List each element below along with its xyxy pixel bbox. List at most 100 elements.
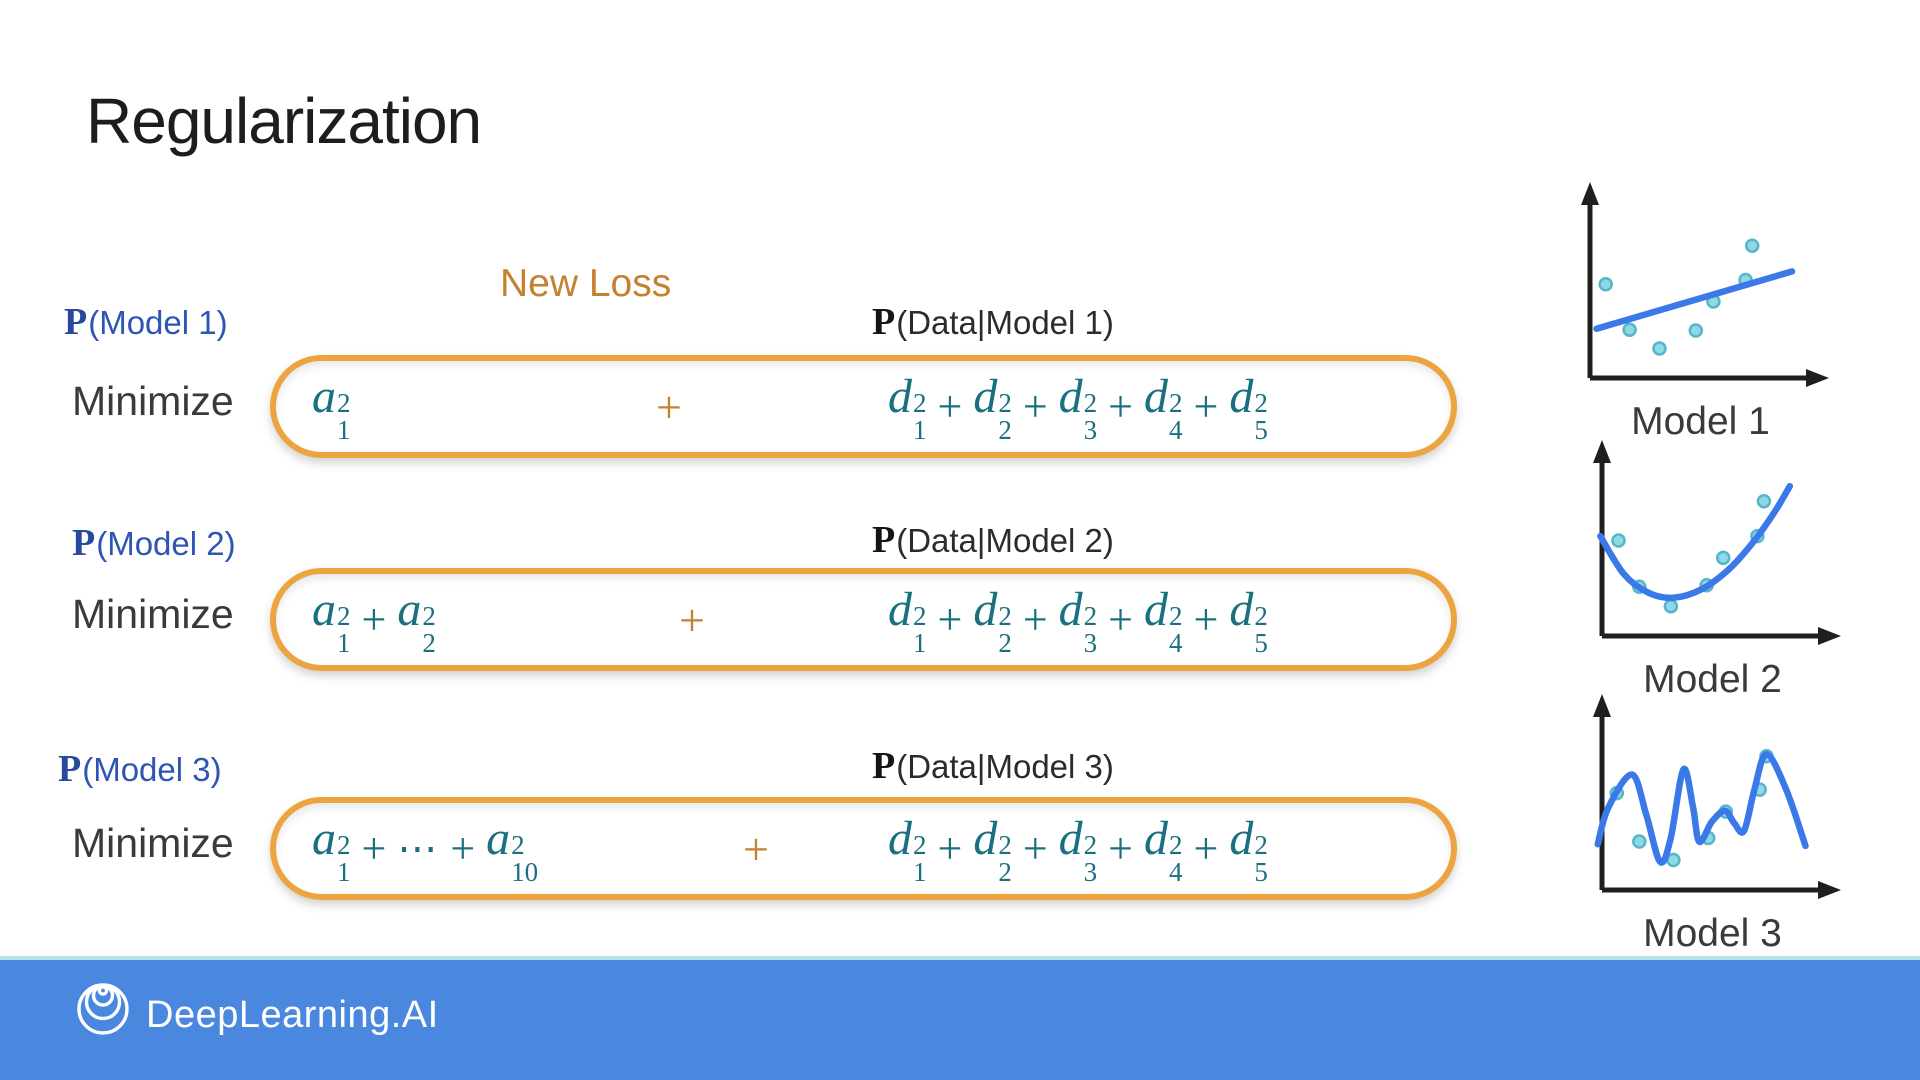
x-axis-arrow-icon bbox=[1818, 627, 1841, 645]
probability-symbol: P bbox=[872, 745, 896, 787]
chart-label-model-1: Model 1 bbox=[1631, 400, 1770, 443]
model-2-plot bbox=[1593, 440, 1841, 645]
chart-label-model-2: Model 2 bbox=[1643, 658, 1782, 701]
data-point bbox=[1652, 341, 1667, 356]
data-point bbox=[1598, 277, 1613, 292]
plus-operator: + bbox=[1022, 382, 1048, 431]
plus-operator: + bbox=[1022, 824, 1048, 873]
plus-operator: + bbox=[1193, 595, 1219, 644]
plus-operator: + bbox=[1022, 595, 1048, 644]
data-point bbox=[1611, 533, 1626, 548]
data-point bbox=[1744, 238, 1760, 253]
data-point bbox=[1688, 323, 1704, 338]
plus-operator: + bbox=[1108, 595, 1133, 644]
page-title: Regularization bbox=[86, 85, 482, 157]
prior-label-model-2: P(Model 2) bbox=[72, 521, 236, 565]
prior-label-model-3: P(Model 3) bbox=[58, 747, 222, 791]
plus-operator: + bbox=[743, 823, 769, 874]
plus-operator: + bbox=[937, 824, 963, 873]
model-fit-curve bbox=[1597, 482, 1794, 602]
probability-symbol: P bbox=[872, 301, 896, 343]
divider-line bbox=[0, 956, 1920, 960]
plus-operator: + bbox=[1193, 824, 1219, 873]
brand-name: DeepLearning.AI bbox=[146, 994, 439, 1036]
prior-label-text: (Model 1) bbox=[88, 304, 228, 341]
plus-operator: + bbox=[361, 824, 387, 873]
plus-operator: + bbox=[361, 595, 387, 644]
y-axis-arrow-icon bbox=[1593, 440, 1611, 463]
data-point bbox=[1622, 322, 1637, 337]
likelihood-label-model-1: P(Data|Model 1) bbox=[872, 300, 1114, 344]
data-point bbox=[1663, 598, 1679, 614]
prior-label-model-1: P(Model 1) bbox=[64, 300, 228, 344]
plus-operator: + bbox=[1193, 382, 1219, 431]
plus-operator: + bbox=[450, 824, 476, 873]
data-point bbox=[1715, 550, 1731, 566]
probability-symbol: P bbox=[872, 519, 896, 561]
plus-operator: + bbox=[1108, 824, 1133, 873]
model-1-chart: Model 1 bbox=[1568, 178, 1833, 444]
x-axis-arrow-icon bbox=[1818, 881, 1841, 899]
likelihood-label-model-3: P(Data|Model 3) bbox=[872, 744, 1114, 788]
model-fit-curve bbox=[1593, 268, 1796, 333]
model-2-chart: Model 2 bbox=[1580, 436, 1845, 702]
plus-operator: + bbox=[937, 595, 963, 644]
minimize-label: Minimize bbox=[72, 820, 234, 866]
data-point bbox=[1632, 834, 1647, 849]
probability-symbol: P bbox=[64, 301, 88, 343]
plus-operator: + bbox=[656, 381, 682, 432]
minimize-label: Minimize bbox=[72, 591, 234, 637]
new-loss-label: New Loss bbox=[500, 262, 672, 305]
x-axis-arrow-icon bbox=[1806, 369, 1829, 387]
data-point bbox=[1756, 493, 1772, 509]
likelihood-label-text: (Data|Model 2) bbox=[896, 522, 1114, 559]
plus-operator: + bbox=[937, 382, 963, 431]
chart-label-model-3: Model 3 bbox=[1643, 912, 1782, 955]
model-3-chart: Model 3 bbox=[1580, 690, 1845, 956]
prior-label-text: (Model 3) bbox=[82, 751, 222, 788]
model-1-plot bbox=[1581, 182, 1829, 387]
likelihood-label-model-2: P(Data|Model 2) bbox=[872, 518, 1114, 562]
y-axis-arrow-icon bbox=[1581, 182, 1599, 205]
plus-operator: + bbox=[1108, 382, 1133, 431]
plus-operator: + bbox=[679, 594, 705, 645]
minimize-label: Minimize bbox=[72, 378, 234, 424]
probability-symbol: P bbox=[72, 522, 96, 564]
likelihood-label-text: (Data|Model 1) bbox=[896, 304, 1114, 341]
model-3-plot bbox=[1593, 694, 1841, 899]
probability-symbol: P bbox=[58, 748, 82, 790]
model-fit-curve bbox=[1594, 751, 1809, 866]
ellipsis: ⋯ bbox=[397, 826, 440, 871]
deeplearning-ai-logo-icon bbox=[72, 974, 136, 1038]
